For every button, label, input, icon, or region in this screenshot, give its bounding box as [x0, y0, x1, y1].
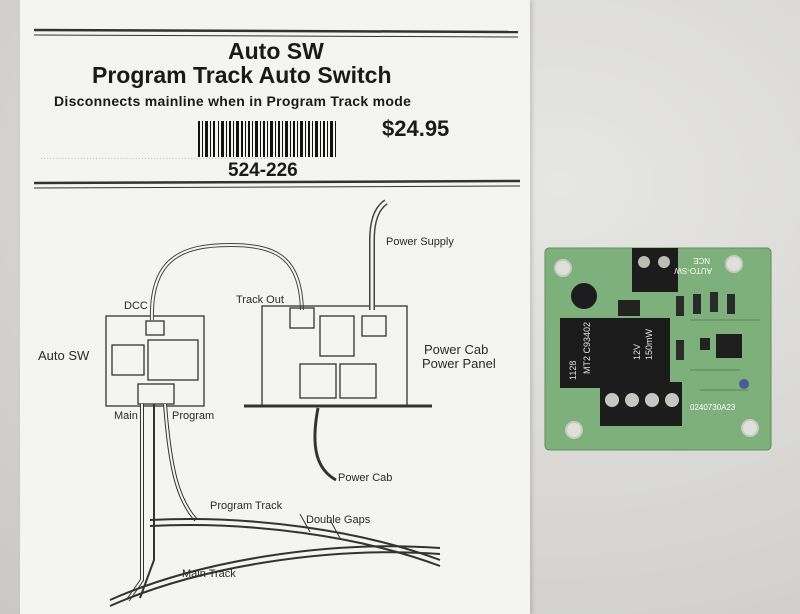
product-title: Auto SW — [228, 38, 324, 64]
label-program-track: Program Track — [210, 500, 283, 512]
label-main-track: Main Track — [182, 568, 236, 580]
barcode — [198, 121, 336, 157]
label-double-gaps: Double Gaps — [306, 514, 371, 526]
terminal-block-top — [632, 248, 678, 292]
relay-text-4: 150mW — [644, 328, 654, 360]
wiring-diagram — [105, 199, 441, 607]
board-silk-serial: 0240730A23 — [690, 403, 736, 412]
label-power-cab-line2: Power Panel — [422, 356, 496, 371]
label-power-cab: Power Cab — [338, 472, 393, 484]
label-track-out: Track Out — [236, 294, 284, 306]
board-silk-name: AUTO-SW — [674, 266, 712, 275]
circuit-board — [544, 247, 772, 451]
label-dcc: DCC — [124, 300, 148, 312]
product-subtitle-title: Program Track Auto Switch — [92, 62, 392, 88]
label-power-cab-line1: Power Cab — [424, 342, 489, 357]
ic-chip — [716, 334, 742, 358]
relay-text-3: 12V — [632, 344, 642, 360]
relay — [560, 318, 670, 388]
capacitor — [571, 283, 597, 309]
label-main: Main — [114, 410, 138, 422]
label-auto-sw: Auto SW — [38, 348, 90, 363]
header-rules — [33, 28, 521, 189]
instruction-sheet — [20, 0, 530, 614]
auto-sw-module-drawing — [105, 315, 205, 407]
label-power-supply: Power Supply — [386, 236, 454, 248]
label-program: Program — [172, 410, 215, 422]
part-number: 524-226 — [228, 160, 298, 181]
product-description: Disconnects mainline when in Program Tra… — [54, 93, 412, 109]
relay-text-1: 1128 — [568, 361, 578, 380]
board-silk-brand: NCE — [693, 256, 710, 265]
price-label: $24.95 — [382, 116, 450, 141]
relay-text-2: MT2 C93402 — [582, 322, 592, 374]
